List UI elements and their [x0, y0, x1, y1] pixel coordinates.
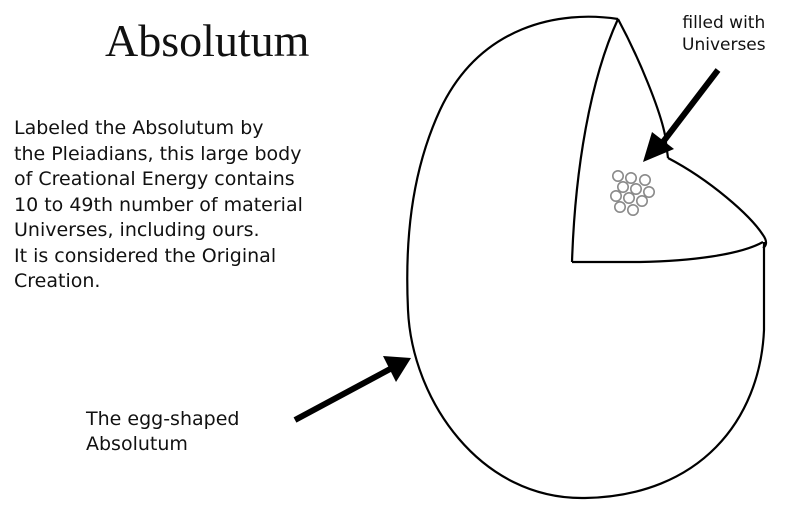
- universes-label: filled with Universes: [682, 12, 766, 56]
- description-line: 10 to 49th number of material: [14, 193, 303, 216]
- description-line: Creation.: [14, 270, 101, 292]
- egg-arrow-icon: [293, 356, 411, 423]
- egg-label-line: The egg-shaped: [86, 408, 240, 430]
- universes-label-line: Universes: [682, 35, 766, 55]
- cutaway-bottom-edge: [572, 241, 764, 264]
- egg-label-line: Absolutum: [86, 433, 188, 455]
- egg-outline: [406, 15, 766, 500]
- description-line: Universes, including ours.: [14, 219, 260, 241]
- egg-label: The egg-shaped Absolutum: [86, 407, 239, 457]
- page-title: Absolutum: [105, 15, 310, 66]
- universes-label-line: filled with: [682, 13, 766, 33]
- description-line: Labeled the Absolutum by: [14, 117, 264, 139]
- description-line: the Pleiadians, this large body: [14, 142, 302, 165]
- description-text: Labeled the Absolutum by the Pleiadians,…: [14, 116, 414, 295]
- description-line: of Creational Energy contains: [14, 168, 295, 190]
- universe-circles: [609, 170, 655, 217]
- description-line: It is considered the Original: [14, 244, 277, 267]
- cutaway-left-edge: [570, 18, 619, 263]
- cutaway-right-edge: [667, 157, 768, 249]
- cutaway-top-right-edge: [617, 18, 670, 159]
- universes-arrow-icon: [643, 68, 721, 162]
